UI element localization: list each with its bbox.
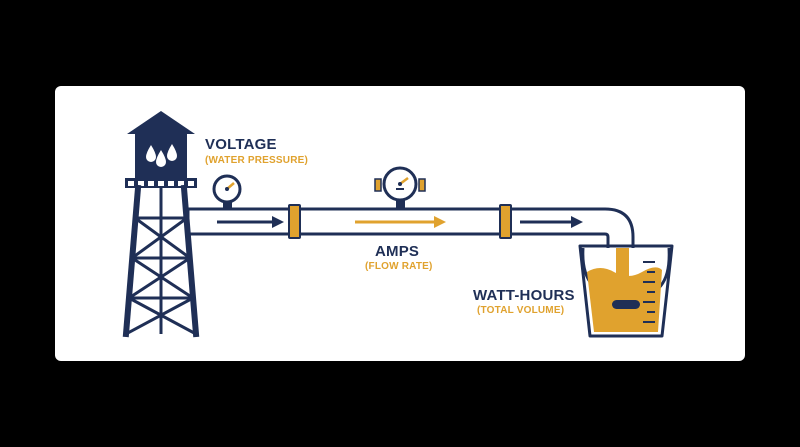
voltage-sublabel: (WATER PRESSURE) [205,155,309,166]
pipe-coupling [288,204,512,239]
pressure-gauge-icon [212,174,242,209]
watt-hours-label: WATT-HOURS [473,287,575,304]
arrow-icon [217,216,583,228]
flow-gauge-icon [374,166,426,209]
watt-hours-sublabel: (TOTAL VOLUME) [477,305,565,316]
water-tower-icon [122,111,200,338]
amps-label: AMPS [375,243,420,260]
voltage-label: VOLTAGE [205,136,277,153]
water-drop-icon [146,144,177,167]
pipe [186,207,635,248]
bucket-icon [578,244,674,338]
amps-sublabel: (FLOW RATE) [365,261,433,272]
